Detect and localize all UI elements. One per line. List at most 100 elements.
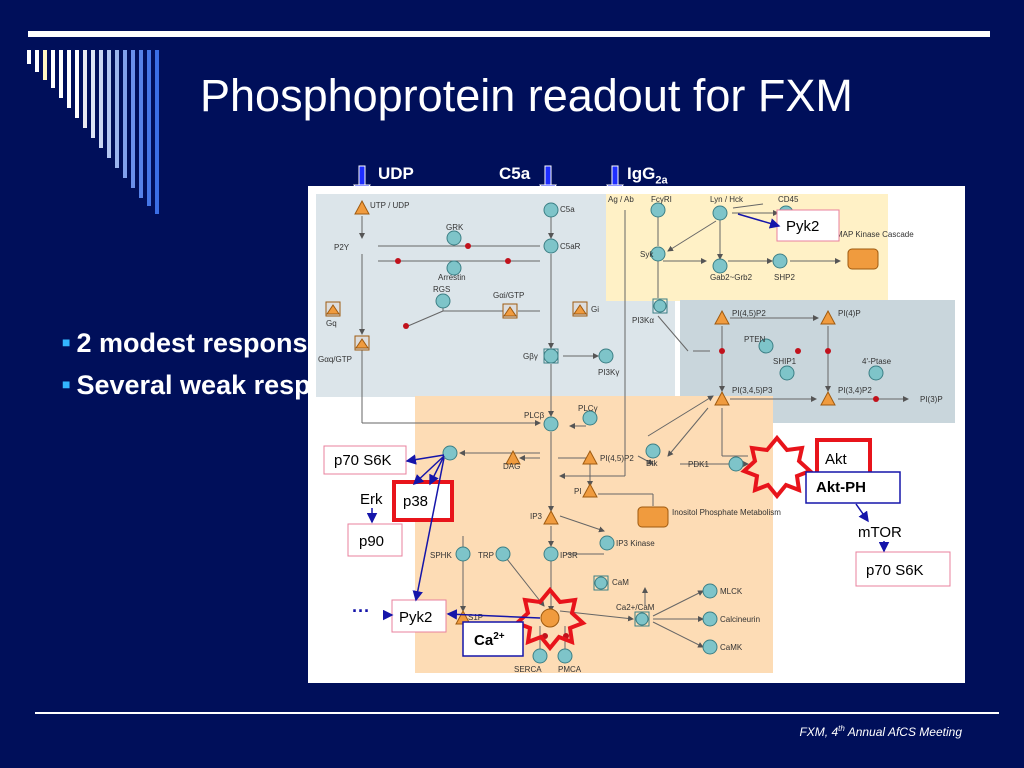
- node-label-camk: CaMK: [720, 643, 743, 652]
- node-label-pi45p2: PI(4,5)P2: [732, 309, 766, 318]
- stripe: [59, 50, 63, 98]
- stripe: [83, 50, 87, 128]
- stripe: [123, 50, 127, 178]
- node-label-ptase: 4'-Ptase: [862, 357, 892, 366]
- node-label-calcineurin: Calcineurin: [720, 615, 760, 624]
- node-label-gi: Gi: [591, 305, 599, 314]
- mtor-label: mTOR: [858, 524, 902, 541]
- node-label-pi: PI: [574, 487, 582, 496]
- stripe: [75, 50, 79, 118]
- node-label-ag-ab: Ag / Ab: [608, 195, 634, 204]
- node-label-shp2: SHP2: [774, 273, 795, 282]
- node-label-pten: PTEN: [744, 335, 766, 344]
- node-label-s1p: S1P: [468, 613, 483, 622]
- node-label-pdk1: PDK1: [688, 460, 709, 469]
- calcium-label: Ca2+: [474, 631, 505, 649]
- ca-burst-icon: [513, 586, 587, 652]
- slide-title: Phosphoprotein readout for FXM: [200, 70, 853, 121]
- akt-burst-icon: [740, 434, 814, 500]
- lipid-nodes: [354, 199, 836, 625]
- stripe: [99, 50, 103, 148]
- node-label-rgs: RGS: [433, 285, 450, 294]
- p38-label: p38: [403, 493, 428, 510]
- p90-box: [347, 523, 403, 557]
- pathway-edges: [359, 203, 909, 651]
- bullet-item: ■2 modest responses: [62, 328, 338, 358]
- stripe: [107, 50, 111, 158]
- igg-region: [606, 194, 888, 301]
- akt-label: Akt: [825, 451, 848, 468]
- pyk2-top-label: Pyk2: [786, 218, 819, 235]
- pathway-map: UTP / UDP P2Y GRK Arrestin C5a C5aR RGS …: [316, 194, 955, 674]
- node-label-map-kinase: MAP Kinase Cascade: [836, 230, 914, 239]
- node-label-gab2-grb2: Gab2~Grb2: [710, 273, 753, 282]
- p38-box: [392, 480, 454, 522]
- node-label-pi45p2-lower: PI(4,5)P2: [600, 454, 634, 463]
- node-label-gai-gtp: Gαi/GTP: [493, 291, 524, 300]
- node-label-cam: CaM: [612, 578, 629, 587]
- node-label-pmca: PMCA: [558, 665, 582, 674]
- stripe: [43, 50, 47, 80]
- signaling-pathway-diagram: UTP / UDP P2Y GRK Arrestin C5a C5aR RGS …: [308, 186, 965, 683]
- node-label-dag: DAG: [503, 462, 520, 471]
- inositol-box: [637, 506, 669, 528]
- node-label-c5ar: C5aR: [560, 242, 581, 251]
- bottom-rule: [35, 712, 999, 714]
- stripe: [155, 50, 159, 214]
- stripe: [67, 50, 71, 108]
- akt-ph-box: [805, 471, 901, 504]
- node-label-ip3-kinase: IP3 Kinase: [616, 539, 655, 548]
- p70s6k-left-label: p70 S6K: [334, 452, 392, 469]
- node-label-sphk: SPHK: [430, 551, 452, 560]
- stripe: [51, 50, 55, 88]
- node-label-plcb: PLCβ: [524, 411, 545, 420]
- node-label-fcyri: FcγRI: [651, 195, 672, 204]
- square-bullet-icon: ■: [62, 334, 71, 350]
- node-label-c5a: C5a: [560, 205, 575, 214]
- calcium-node: [540, 608, 560, 628]
- node-label-gby: Gβγ: [523, 352, 538, 361]
- square-bullet-icon: ■: [62, 376, 71, 392]
- node-label-gaq-gtp: Gαq/GTP: [318, 355, 352, 364]
- node-label-gq: Gq: [326, 319, 337, 328]
- complex-nodes: [325, 298, 668, 627]
- node-label-serca: SERCA: [514, 665, 542, 674]
- calcium-box: [462, 621, 524, 657]
- node-label-plcy: PLCγ: [578, 404, 598, 413]
- stripe: [139, 50, 143, 198]
- node-label-pi3ka: PI3Kα: [632, 316, 654, 325]
- node-label-grk: GRK: [446, 223, 464, 232]
- stripe: [115, 50, 119, 168]
- stripe: [131, 50, 135, 188]
- annotation-arrows: [366, 213, 890, 621]
- p90-label: p90: [359, 533, 384, 550]
- map-kinase-box: [847, 248, 879, 270]
- node-label-mlck: MLCK: [720, 587, 743, 596]
- erk-label: Erk: [360, 491, 383, 508]
- ellipsis-label: ···: [352, 601, 370, 621]
- stripe: [27, 50, 31, 64]
- node-label-pi4p: PI(4)P: [838, 309, 861, 318]
- node-label-cd45: CD45: [778, 195, 799, 204]
- node-label-syk: Syk: [640, 250, 654, 259]
- footer-text: FXM, 4th Annual AfCS Meeting: [799, 724, 962, 739]
- input-label-igg: IgG2a: [627, 164, 668, 187]
- node-label-lyn-hck: Lyn / Hck: [710, 195, 744, 204]
- stripe: [147, 50, 151, 206]
- input-label-udp: UDP: [378, 164, 414, 183]
- node-label-ca2-cam: Ca2+/CaM: [616, 603, 655, 612]
- node-label-ip3: IP3: [530, 512, 543, 521]
- top-rule: [28, 31, 990, 37]
- pyk2-bottom-label: Pyk2: [399, 609, 432, 626]
- node-label-arrestin: Arrestin: [438, 273, 466, 282]
- input-label-c5a: C5a: [499, 164, 531, 183]
- node-label-p2y: P2Y: [334, 243, 350, 252]
- node-label-trp: TRP: [478, 551, 494, 560]
- node-label-ip3r: IP3R: [560, 551, 578, 560]
- p70s6k-right-label: p70 S6K: [866, 562, 924, 579]
- node-label-pi3p: PI(3)P: [920, 395, 943, 404]
- node-label-pi345p3: PI(3,4,5)P3: [732, 386, 773, 395]
- stripe: [35, 50, 39, 72]
- akt-ph-label: Akt-PH: [816, 479, 866, 496]
- stripe: [91, 50, 95, 138]
